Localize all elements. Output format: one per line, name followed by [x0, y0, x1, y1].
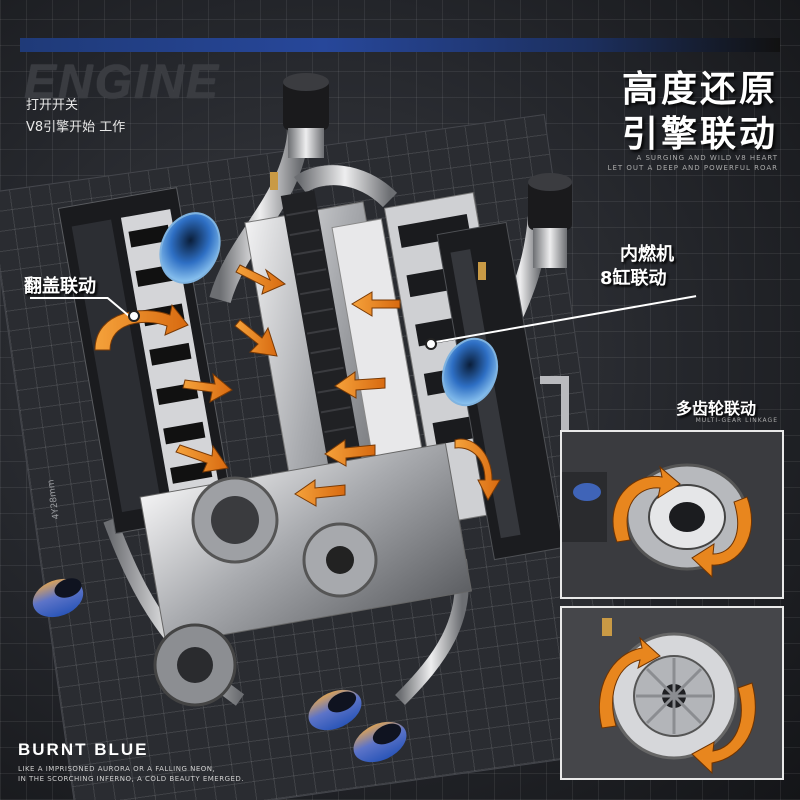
- burnt-blue-line-1: LIKE A IMPRISONED AURORA OR A FALLING NE…: [18, 765, 216, 773]
- engine-watermark: ENGINE: [24, 56, 221, 109]
- switch-caption: 打开开关: [26, 98, 79, 113]
- tagline-line-1: A SURGING AND WILD V8 HEART: [636, 154, 778, 162]
- tagline-line-2: LET OUT A DEEP AND POWERFUL ROAR: [607, 164, 778, 172]
- combustion-callout-1: 内燃机: [620, 244, 674, 265]
- gear-detail-panel-bottom: [560, 606, 784, 780]
- flip-cover-dot: [128, 310, 140, 322]
- gear-detail-image-top: [562, 432, 782, 597]
- burnt-blue-title: BURNT BLUE: [18, 740, 149, 759]
- header-accent-bar: [20, 38, 780, 52]
- flip-cover-leader: [30, 297, 108, 299]
- combustion-callout-2: 8缸联动: [600, 268, 667, 289]
- headline-line-1: 高度还原: [621, 69, 778, 110]
- combustion-dot: [425, 338, 437, 350]
- gear-detail-image-bottom: [562, 608, 782, 778]
- gear-detail-panel-top: [560, 430, 784, 599]
- multi-gear-tag: MULTI-GEAR LINKAGE: [695, 417, 778, 424]
- multi-gear-callout: 多齿轮联动: [676, 399, 757, 418]
- burnt-blue-line-2: IN THE SCORCHING INFERNO, A COLD BEAUTY …: [18, 775, 245, 783]
- engine-caption: V8引擎开始 工作: [26, 120, 126, 135]
- flip-cover-callout: 翻盖联动: [24, 276, 96, 297]
- headline-line-2: 引擎联动: [621, 114, 778, 155]
